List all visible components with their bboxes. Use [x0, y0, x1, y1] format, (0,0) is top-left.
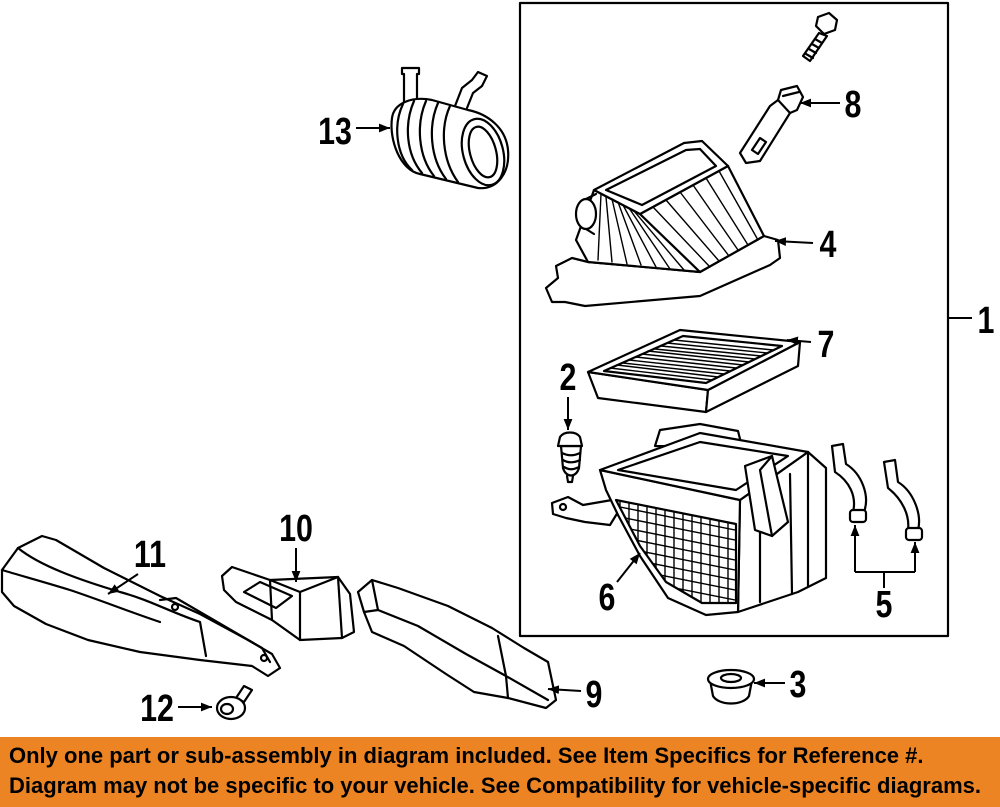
hose-ribs — [396, 99, 460, 184]
callout-7-arrow — [786, 336, 812, 346]
callout-5: 5 — [876, 584, 893, 626]
part-5-clamps — [830, 442, 924, 542]
callout-7: 7 — [818, 324, 835, 366]
seal-edges — [268, 575, 344, 642]
duct-9-edges — [362, 578, 550, 702]
bracket-hole — [558, 502, 568, 512]
callout-1: 1 — [978, 300, 995, 342]
clip-head-center — [219, 702, 235, 716]
cover-snout-edges — [584, 192, 598, 236]
filter-rim — [602, 334, 784, 385]
sensor-bolt — [801, 11, 839, 63]
callout-12: 12 — [140, 688, 174, 730]
callout-11: 11 — [134, 534, 166, 576]
cover-top-face — [592, 139, 730, 216]
bolt-head — [814, 11, 839, 36]
hose-inner-opening — [467, 125, 499, 179]
part-8-sensor — [738, 84, 805, 165]
cover-side-ribs — [652, 170, 759, 268]
bolt-shaft — [801, 31, 829, 63]
part-9-intake-duct — [356, 578, 558, 710]
clamp-right-clip — [904, 526, 924, 542]
cover-front-ribs — [597, 193, 685, 271]
clamp-right-strap — [882, 458, 921, 532]
cover-outlet-snout — [574, 197, 598, 231]
connector-edge — [758, 454, 774, 538]
sensor-details — [750, 90, 801, 156]
clamp-left-clip — [848, 508, 868, 524]
callout-2: 2 — [560, 357, 577, 399]
callout-3: 3 — [790, 664, 807, 706]
callout-4: 4 — [820, 224, 837, 266]
assembly-1-bracket-box — [518, 1, 950, 638]
part-4-air-cleaner-cover — [544, 139, 782, 308]
callout-9: 9 — [586, 674, 603, 716]
part-10-duct-seal — [220, 565, 356, 642]
clamp-left-strap — [830, 442, 868, 514]
callout-6-arrow — [616, 552, 641, 583]
part-12-push-clip — [215, 684, 254, 721]
filter-pleats — [609, 339, 774, 381]
part-7-filter-element — [586, 328, 802, 414]
duct-11-hole-right — [259, 653, 269, 663]
part-6-air-cleaner-case — [550, 422, 828, 617]
disclaimer-line-1: Only one part or sub-assembly in diagram… — [9, 743, 924, 768]
hose-nipple-left — [400, 66, 421, 106]
hose-outer-opening — [460, 117, 506, 187]
grommet-ribs — [560, 451, 582, 484]
callout-13: 13 — [318, 111, 352, 153]
callout-5-bracket — [855, 571, 915, 588]
grommet-cap — [556, 431, 584, 448]
part-13-intake-hose — [390, 66, 510, 190]
callout-9-arrow — [547, 685, 582, 695]
disclaimer-banner: Only one part or sub-assembly in diagram… — [0, 737, 1000, 807]
bolt-threads — [804, 37, 824, 60]
hose-nipple-right — [453, 70, 489, 110]
callout-4-arrow — [774, 237, 814, 246]
parts-diagram: 1 2 3 4 5 6 7 8 9 10 11 12 13 — [0, 1, 995, 730]
seal-opening — [242, 580, 294, 610]
case-grid-frame — [614, 498, 738, 605]
part-2-grommet — [556, 431, 584, 484]
case-front-face — [598, 468, 742, 617]
mount-grommet-hole — [719, 672, 743, 684]
duct-11-hole-left — [170, 602, 180, 612]
case-side-connector — [743, 454, 790, 538]
callout-11-arrow — [107, 573, 139, 595]
disclaimer-line-2: Diagram may not be specific to your vehi… — [9, 773, 981, 798]
part-3-mount-grommet — [706, 668, 756, 705]
duct-11-body — [0, 534, 282, 678]
part-11-air-duct — [0, 534, 282, 678]
callout-10: 10 — [279, 508, 313, 550]
case-top-opening — [616, 440, 790, 492]
callout-8: 8 — [845, 84, 862, 126]
duct-11-edges — [0, 546, 272, 664]
callout-6: 6 — [599, 577, 616, 619]
case-mounting-bracket — [550, 495, 620, 527]
mount-grommet-head — [706, 668, 756, 690]
cover-top-rim — [604, 147, 718, 207]
sensor-body — [738, 84, 805, 165]
